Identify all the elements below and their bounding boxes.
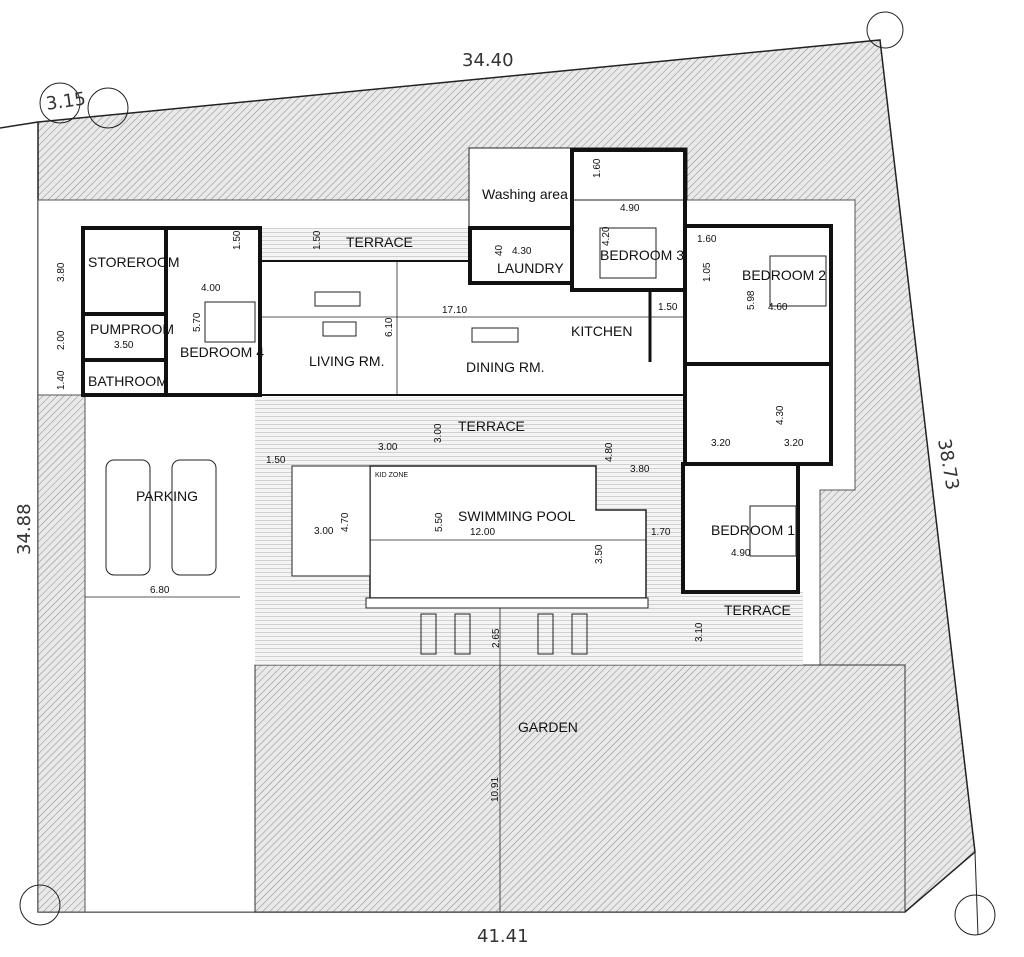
dimension-label: 3.80	[56, 262, 67, 282]
dimension-label: 2.00	[56, 330, 67, 350]
dimension-label: 1.70	[651, 527, 671, 538]
lot-dim-top: 34.40	[462, 50, 514, 71]
dimension-label: 4.20	[601, 226, 612, 246]
room-label-terrace-main: TERRACE	[458, 418, 525, 434]
dimension-label: 3.10	[694, 622, 705, 642]
room-label-bedroom-4: BEDROOM 4	[180, 344, 264, 360]
dimension-label: 4.00	[201, 283, 221, 294]
coffee-table-icon	[322, 321, 357, 337]
sun-lounger-icon	[454, 613, 471, 655]
room-label-bedroom-2: BEDROOM 2	[742, 267, 826, 283]
dimension-label: 3.20	[711, 438, 731, 449]
survey-marker-icon	[39, 82, 81, 124]
bedroom-3-walls	[570, 148, 687, 292]
bedroom-1-walls	[681, 462, 800, 594]
dimension-label: 10.91	[490, 777, 501, 802]
lot-dim-right: 38.73	[933, 437, 963, 491]
terrace-north-deck	[260, 228, 470, 261]
dimension-label: 4.80	[604, 442, 615, 462]
survey-marker-icon	[19, 884, 61, 926]
dimension-label: 5.98	[746, 290, 757, 310]
dining-table-icon	[471, 327, 519, 343]
dimension-label: 6.80	[150, 585, 170, 596]
pool-edge	[365, 597, 649, 609]
bedroom-4-walls	[164, 226, 262, 397]
room-label-bedroom-3: BEDROOM 3	[600, 247, 684, 263]
lot-dim-left: 34.88	[14, 503, 35, 555]
lot-top-left-line	[0, 121, 39, 129]
dimension-label: 5.50	[434, 512, 445, 532]
room-label-laundry: LAUNDRY	[497, 260, 564, 276]
sun-lounger-icon	[571, 613, 588, 655]
dimension-label: 1.50	[266, 455, 286, 466]
bath3-box	[571, 147, 688, 201]
car-icon	[105, 459, 151, 576]
terrace-east-deck	[683, 592, 803, 665]
car-icon	[171, 459, 217, 576]
dimension-label: 1.50	[312, 230, 323, 250]
dimension-label: 3.20	[784, 438, 804, 449]
dimension-label: 1.50	[658, 302, 678, 313]
room-label-bathroom: BATHROOM	[88, 373, 168, 389]
dimension-label: 4.30	[512, 246, 532, 257]
dimension-label: 4.60	[768, 302, 788, 313]
room-label-bedroom-1: BEDROOM 1	[711, 522, 795, 538]
dimension-label: 1.05	[702, 262, 713, 282]
sun-lounger-icon	[537, 613, 554, 655]
dimension-label: 3.00	[433, 423, 444, 443]
dimension-label: 3.00	[314, 526, 334, 537]
lot-dim-top-left: 3.15	[45, 88, 88, 114]
garden-area	[254, 664, 906, 913]
dimension-label: 3.80	[630, 464, 650, 475]
room-label-garden: GARDEN	[518, 719, 578, 735]
room-label-kitchen: KITCHEN	[571, 323, 632, 339]
dimension-label: 12.00	[470, 527, 495, 538]
dimension-label: 1.60	[697, 234, 717, 245]
kid-zone-area	[291, 465, 371, 577]
room-label-parking: PARKING	[136, 488, 198, 504]
room-label-storeroom: STOREROOM	[88, 254, 180, 270]
sun-lounger-icon	[420, 613, 437, 655]
room-label-pumproom: PUMPROOM	[90, 321, 174, 337]
left-strip	[37, 394, 86, 913]
bed-icon	[599, 227, 657, 279]
dimension-label: 3.00	[378, 442, 398, 453]
dimension-label: 4.70	[340, 512, 351, 532]
lot-dim-bottom: 41.41	[477, 926, 529, 947]
dimension-label: 40	[494, 244, 505, 256]
dimension-label: 2.65	[491, 628, 502, 648]
lot-right-line	[974, 851, 979, 936]
dimension-label: 1.50	[232, 230, 243, 250]
room-label-dining: DINING RM.	[466, 359, 545, 375]
room-label-terrace-east: TERRACE	[724, 602, 791, 618]
bed-icon	[749, 505, 797, 557]
dimension-label: 5.70	[192, 312, 203, 332]
dimension-label: 17.10	[442, 305, 467, 316]
bed-icon	[769, 255, 827, 307]
washing-area-box	[468, 147, 573, 229]
room-label-terrace-north: TERRACE	[346, 234, 413, 250]
dimension-label: 4.90	[620, 203, 640, 214]
dimension-label: 1.60	[592, 158, 603, 178]
dimension-label: 1.40	[56, 370, 67, 390]
dimension-label: 3.50	[594, 544, 605, 564]
dimension-label: 3.50	[114, 340, 134, 351]
room-label-washing-area: Washing area	[482, 186, 568, 202]
room-label-living: LIVING RM.	[309, 353, 384, 369]
bed-icon	[204, 301, 256, 343]
dimension-label: 4.90	[731, 548, 751, 559]
survey-marker-icon	[954, 894, 996, 936]
dimension-label: 6.10	[384, 317, 395, 337]
sofa-icon	[314, 291, 361, 307]
room-label-kid-zone: KID ZONE	[375, 472, 408, 479]
survey-marker-icon	[866, 11, 904, 49]
room-label-swimming-pool: SWIMMING POOL	[458, 508, 576, 524]
survey-marker-icon	[87, 87, 129, 129]
dimension-label: 4.30	[775, 405, 786, 425]
